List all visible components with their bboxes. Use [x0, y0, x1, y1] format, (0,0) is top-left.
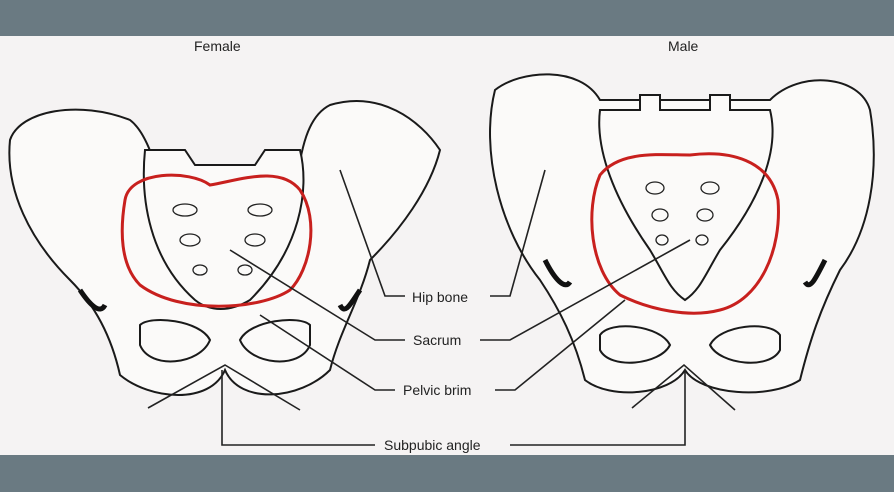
- leader-lines: [147, 169, 736, 446]
- male-title: Male: [668, 38, 699, 54]
- label-subpubic-angle: Subpubic angle: [384, 437, 481, 453]
- top-frame-bar: [0, 0, 894, 36]
- label-hip-bone: Hip bone: [412, 289, 469, 305]
- label-pelvic-brim: Pelvic brim: [403, 382, 472, 398]
- pelvis-diagram: [8, 73, 875, 446]
- bottom-frame-bar: [0, 455, 894, 492]
- female-pelvis: [8, 100, 442, 396]
- label-sacrum: Sacrum: [413, 332, 462, 348]
- male-pelvis: [489, 73, 875, 394]
- female-title: Female: [194, 38, 241, 54]
